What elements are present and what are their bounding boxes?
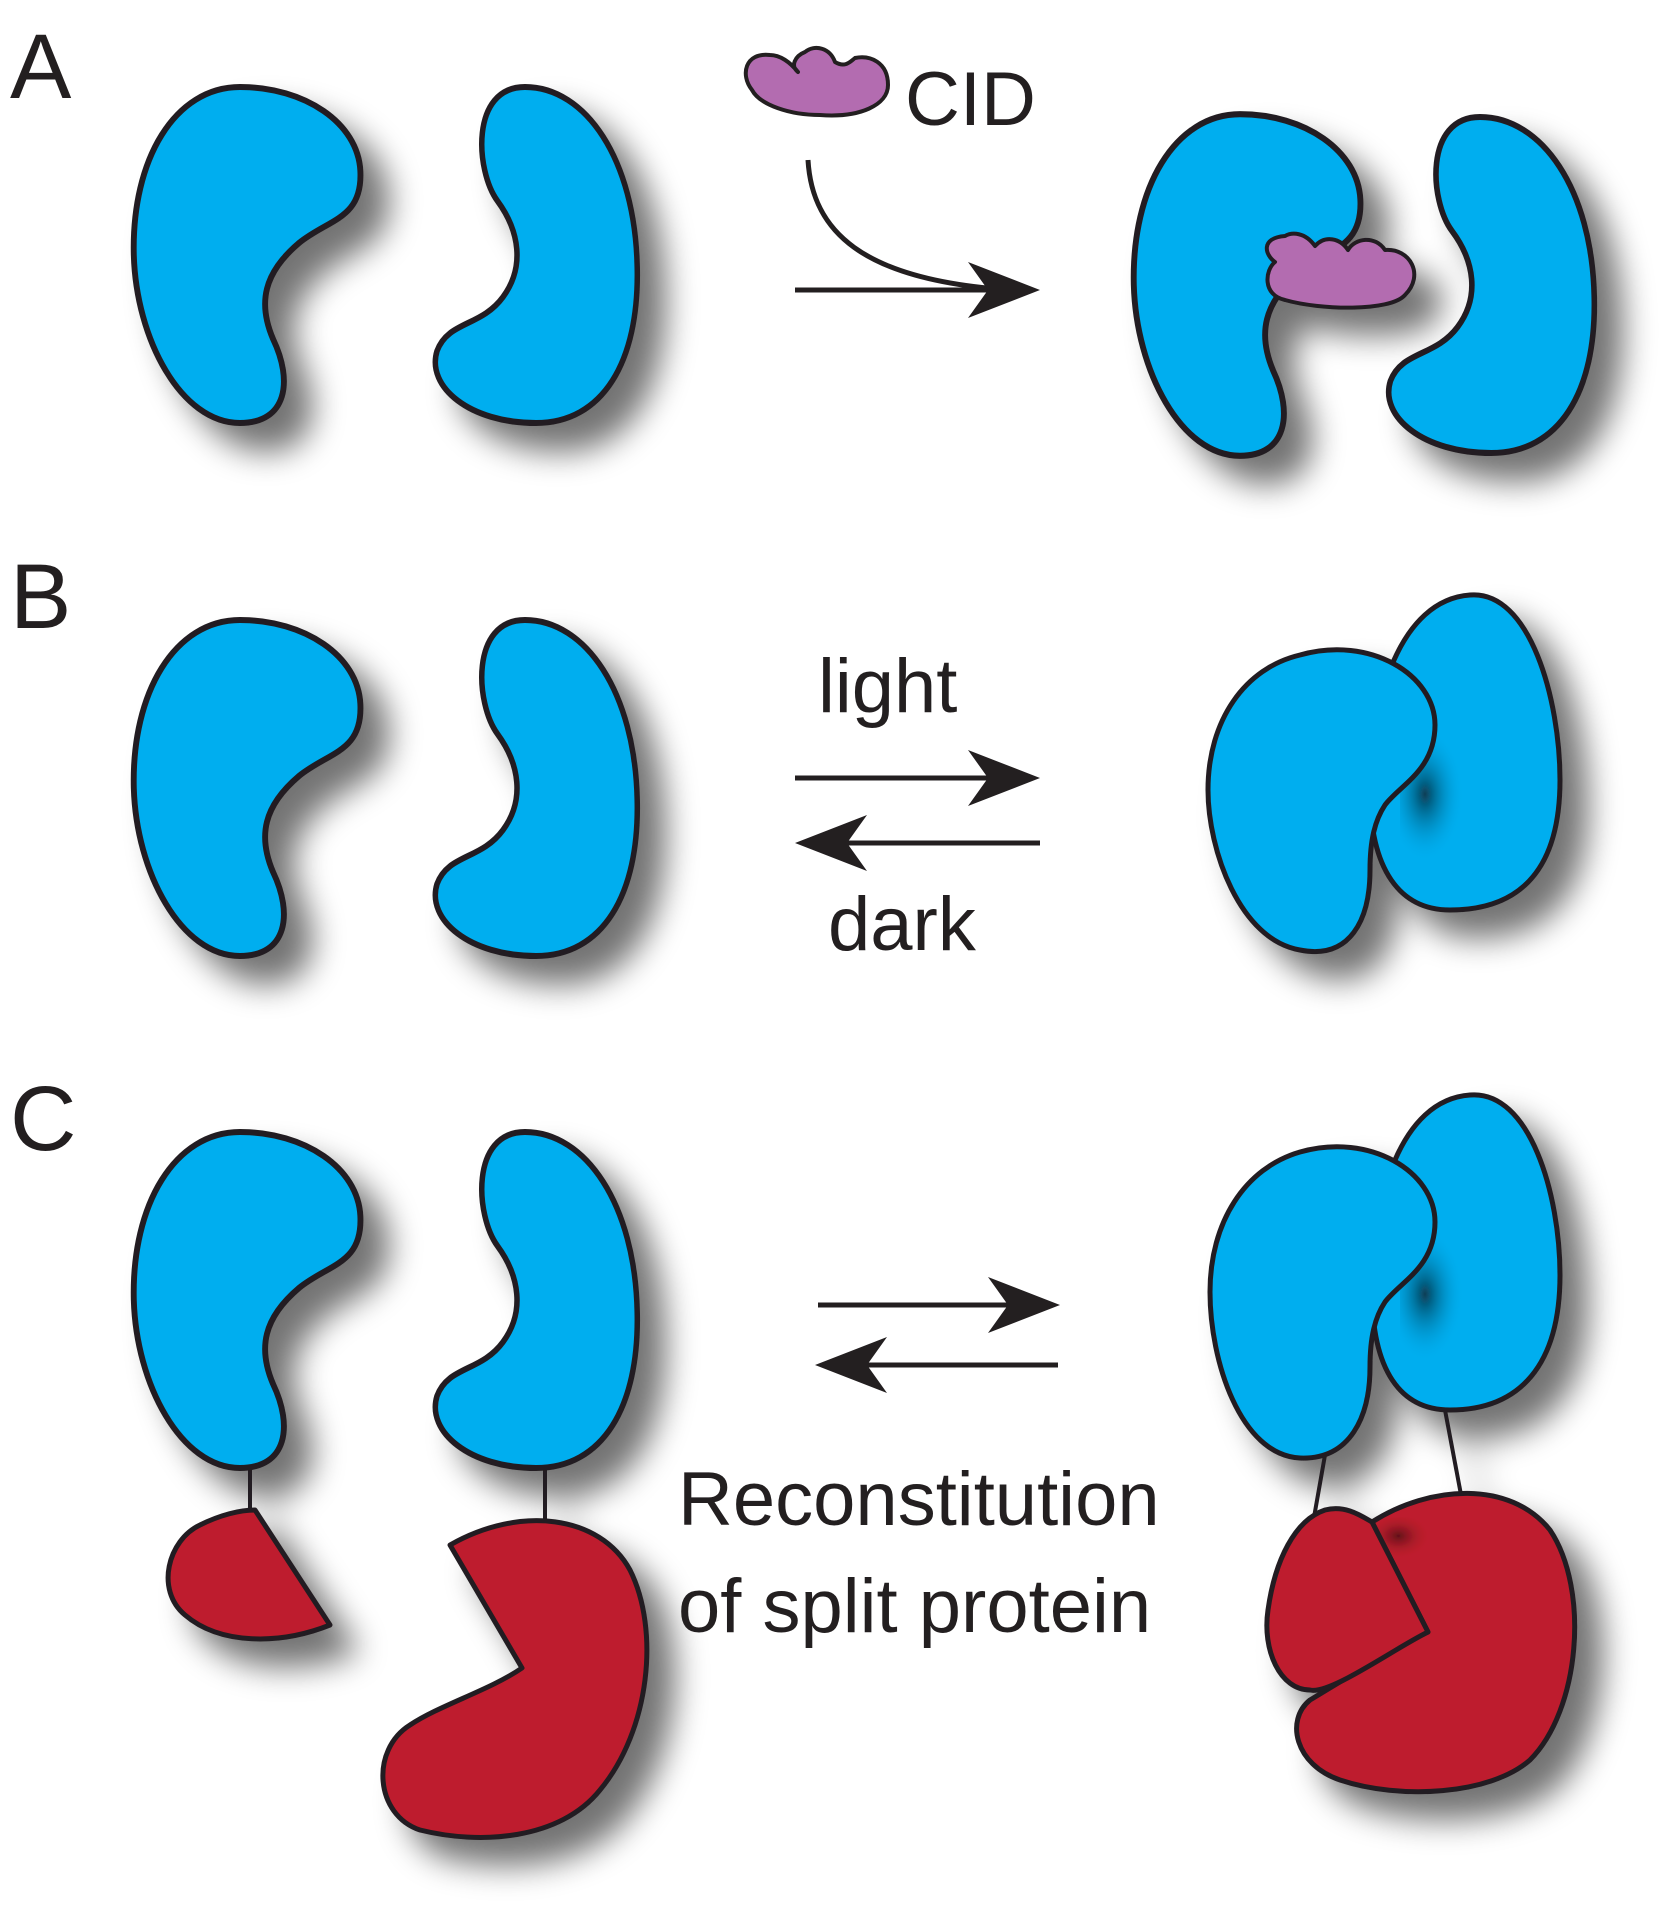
cid-binding-arrow (805, 159, 1011, 293)
fusion-right-c (380, 1132, 650, 1840)
fusion-left-c (134, 1132, 361, 1642)
split-protein-small-fragment (165, 1507, 333, 1642)
panel-letter-a: A (10, 16, 72, 118)
cid-label: CID (905, 57, 1036, 142)
monomer-right-b (435, 620, 637, 956)
reconstitution-label-line1: Reconstitution (678, 1457, 1160, 1542)
forward-arrow-head-c (988, 1277, 1060, 1333)
reverse-arrow-head-b (795, 815, 867, 871)
arrow-head-a (968, 262, 1040, 318)
panel-letter-c: C (10, 1068, 76, 1170)
panel-b: B light dark (10, 546, 1563, 967)
dimer-c (1207, 1092, 1578, 1795)
panel-a: A CID (10, 16, 1594, 456)
dark-label: dark (828, 882, 977, 967)
dimer-a (1134, 114, 1595, 456)
forward-arrow-head-b (968, 750, 1040, 806)
monomer-right-a (435, 87, 637, 423)
reverse-arrow-head-c (815, 1337, 887, 1393)
monomer-left-a (134, 87, 361, 423)
dimer-b (1205, 592, 1563, 954)
panel-c: C Reconstitution of split protein (10, 1068, 1578, 1840)
panel-letter-b: B (10, 546, 71, 648)
reconstitution-label-line2: of split protein (678, 1564, 1151, 1649)
monomer-left-b (134, 620, 361, 956)
split-protein-large-fragment (380, 1518, 650, 1840)
light-label: light (818, 644, 957, 729)
cid-molecule-icon (743, 45, 890, 118)
